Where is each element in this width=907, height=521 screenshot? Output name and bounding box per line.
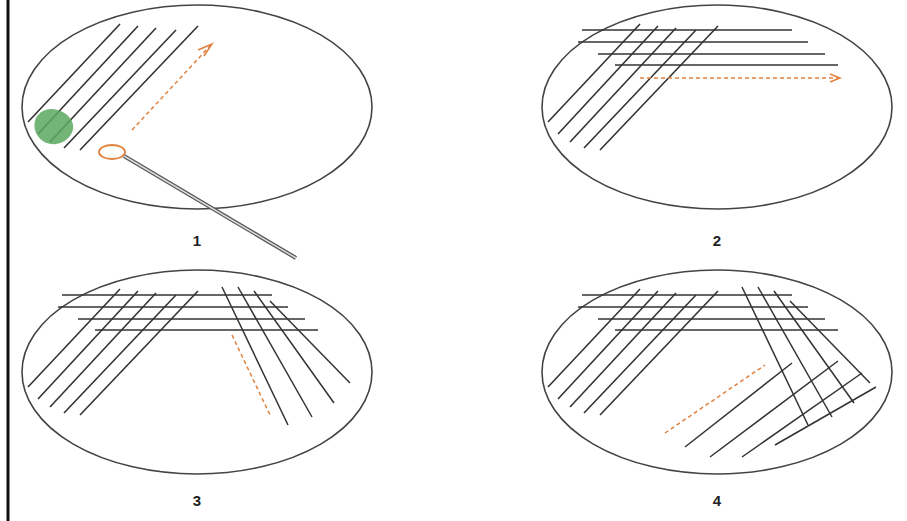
step-number: 1 xyxy=(193,232,201,249)
step-number: 4 xyxy=(713,492,721,509)
step-number: 3 xyxy=(193,492,201,509)
step-number: 2 xyxy=(713,232,721,249)
